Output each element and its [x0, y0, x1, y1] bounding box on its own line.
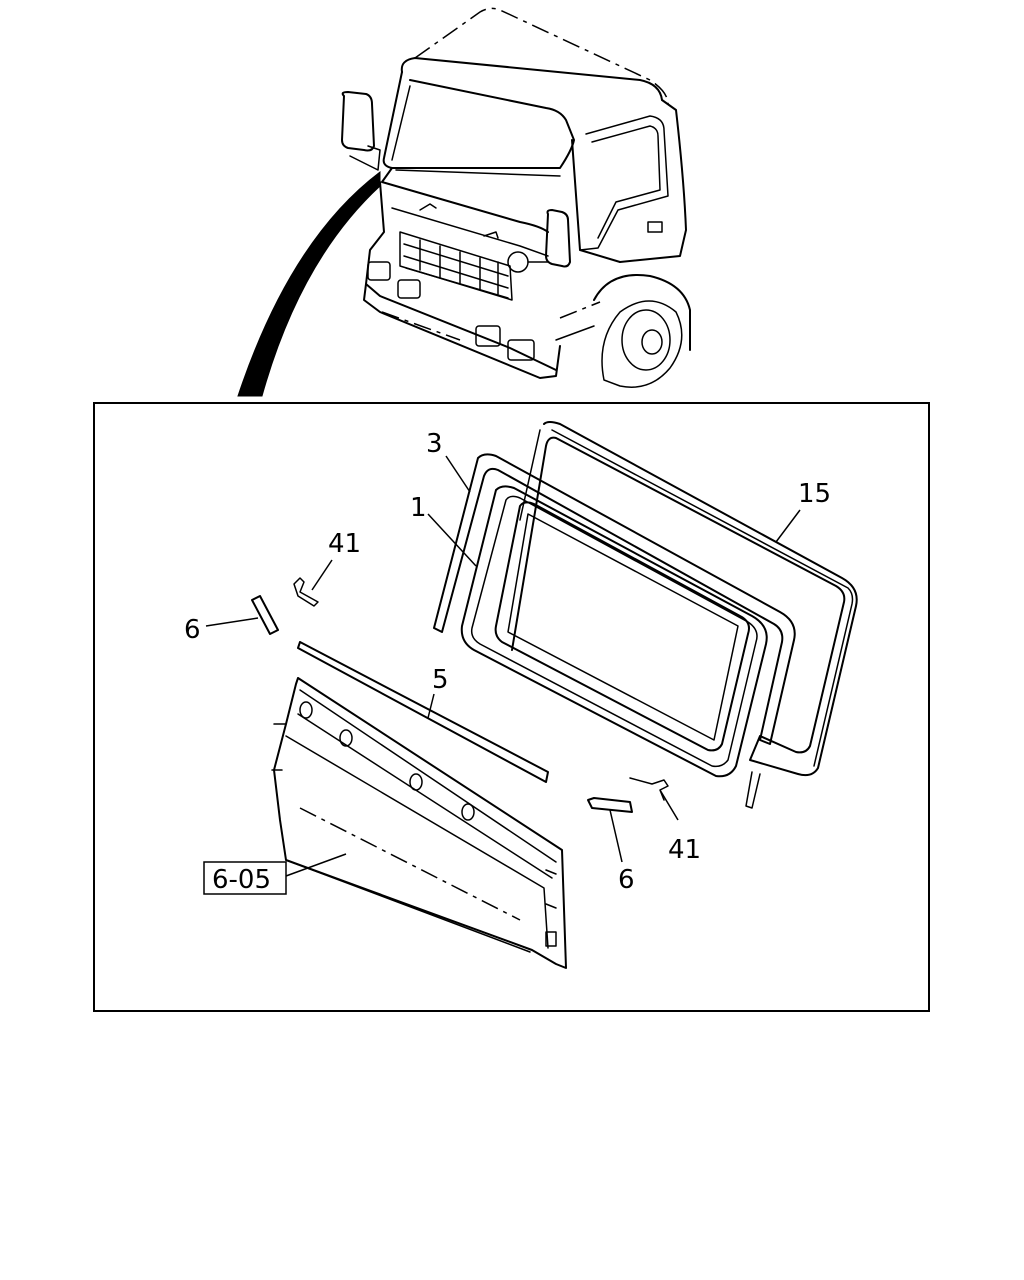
truck-cab-illustration: [237, 7, 691, 397]
callout-41-left: 41: [328, 529, 361, 559]
callout-1: 1: [410, 493, 427, 523]
reference-label: 6-05: [212, 865, 271, 895]
detail-frame: [93, 402, 930, 1012]
pointer-wedge: [237, 170, 381, 397]
part-6-bracket-right: [587, 797, 633, 813]
callout-6-right: 6: [618, 865, 635, 895]
part-5-moulding: [297, 641, 549, 783]
part-3-weatherstrip: [433, 453, 796, 745]
part-6-bracket-left: [251, 595, 279, 635]
callout-5: 5: [432, 665, 449, 695]
callout-15: 15: [798, 479, 831, 509]
callout-6-left: 6: [184, 615, 201, 645]
part-41-clip-left: [293, 577, 319, 607]
reference-box-6-05[interactable]: 6-05: [203, 861, 287, 895]
callout-41-right: 41: [668, 835, 701, 865]
callout-3: 3: [426, 429, 443, 459]
part-41-clip-right: [629, 777, 669, 801]
cowl-panel-6-05: [271, 677, 567, 969]
part-1-glass: [460, 485, 768, 778]
leader-lines: [205, 455, 801, 877]
